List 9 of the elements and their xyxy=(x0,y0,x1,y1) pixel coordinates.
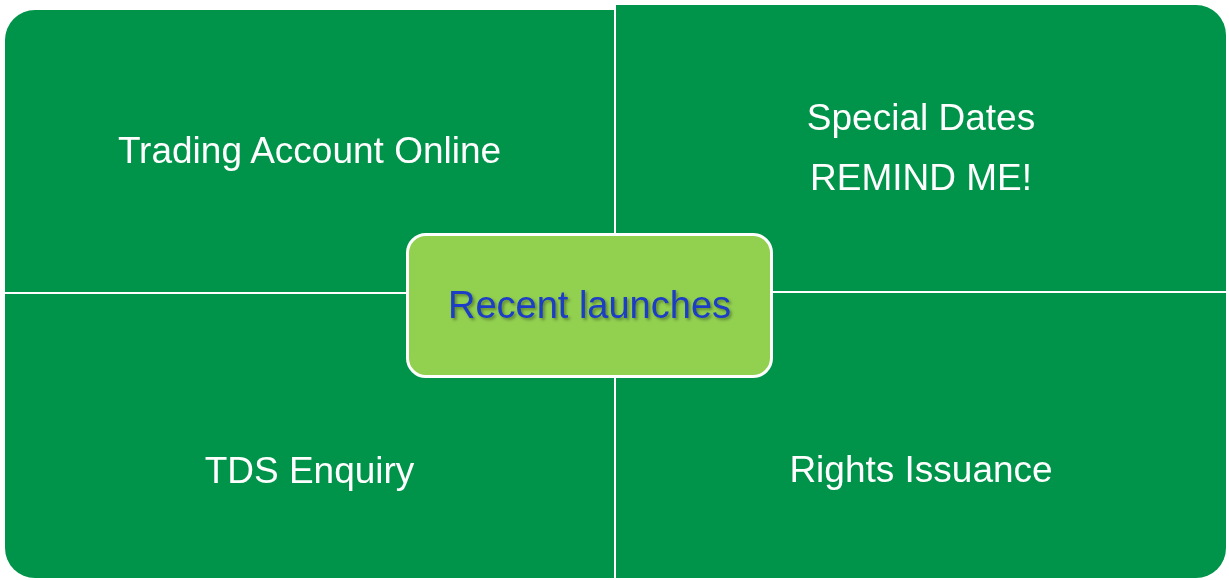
panel-label: Special Dates xyxy=(806,95,1036,140)
quadrant-panel xyxy=(5,10,614,292)
quadrant-panel xyxy=(616,5,1226,291)
center-label: Recent launches xyxy=(447,284,732,327)
panel-label: TDS Enquiry xyxy=(204,448,415,493)
panel-label: Rights Issuance xyxy=(789,448,1053,493)
panel-label: REMIND ME! xyxy=(810,156,1032,200)
center-overlay xyxy=(406,233,773,378)
panel-label: Trading Account Online xyxy=(117,128,502,173)
